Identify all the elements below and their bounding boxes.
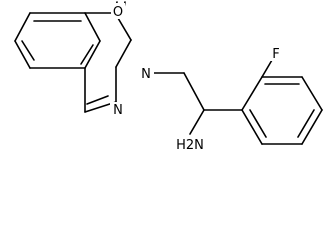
bond bbox=[86, 95, 109, 105]
bond bbox=[115, 39, 132, 68]
benzo-ring bbox=[14, 12, 101, 69]
side-chain bbox=[149, 72, 243, 135]
bond bbox=[241, 76, 263, 111]
nitrogen-label: N bbox=[141, 67, 151, 82]
oxygen-label: O bbox=[113, 5, 123, 20]
bond bbox=[183, 72, 205, 111]
bond bbox=[301, 109, 323, 145]
amine-label: H2N bbox=[176, 138, 204, 153]
fluorine-label: F bbox=[272, 47, 279, 62]
fluorophenyl-ring bbox=[241, 59, 323, 145]
bond bbox=[84, 40, 101, 69]
bond bbox=[297, 109, 315, 138]
bond bbox=[301, 76, 323, 111]
bond bbox=[249, 109, 267, 138]
bond bbox=[14, 40, 31, 69]
bond bbox=[84, 12, 101, 42]
bond bbox=[21, 40, 35, 61]
atom-labels: O N N F H2N bbox=[110, 3, 283, 153]
nitrogen-label: N bbox=[113, 103, 123, 118]
bond bbox=[189, 109, 205, 135]
bond bbox=[241, 109, 263, 145]
molecule-structure: O N N F H2N bbox=[14, 1, 323, 153]
bond bbox=[261, 59, 273, 78]
bond bbox=[80, 44, 94, 65]
bond bbox=[14, 12, 31, 42]
